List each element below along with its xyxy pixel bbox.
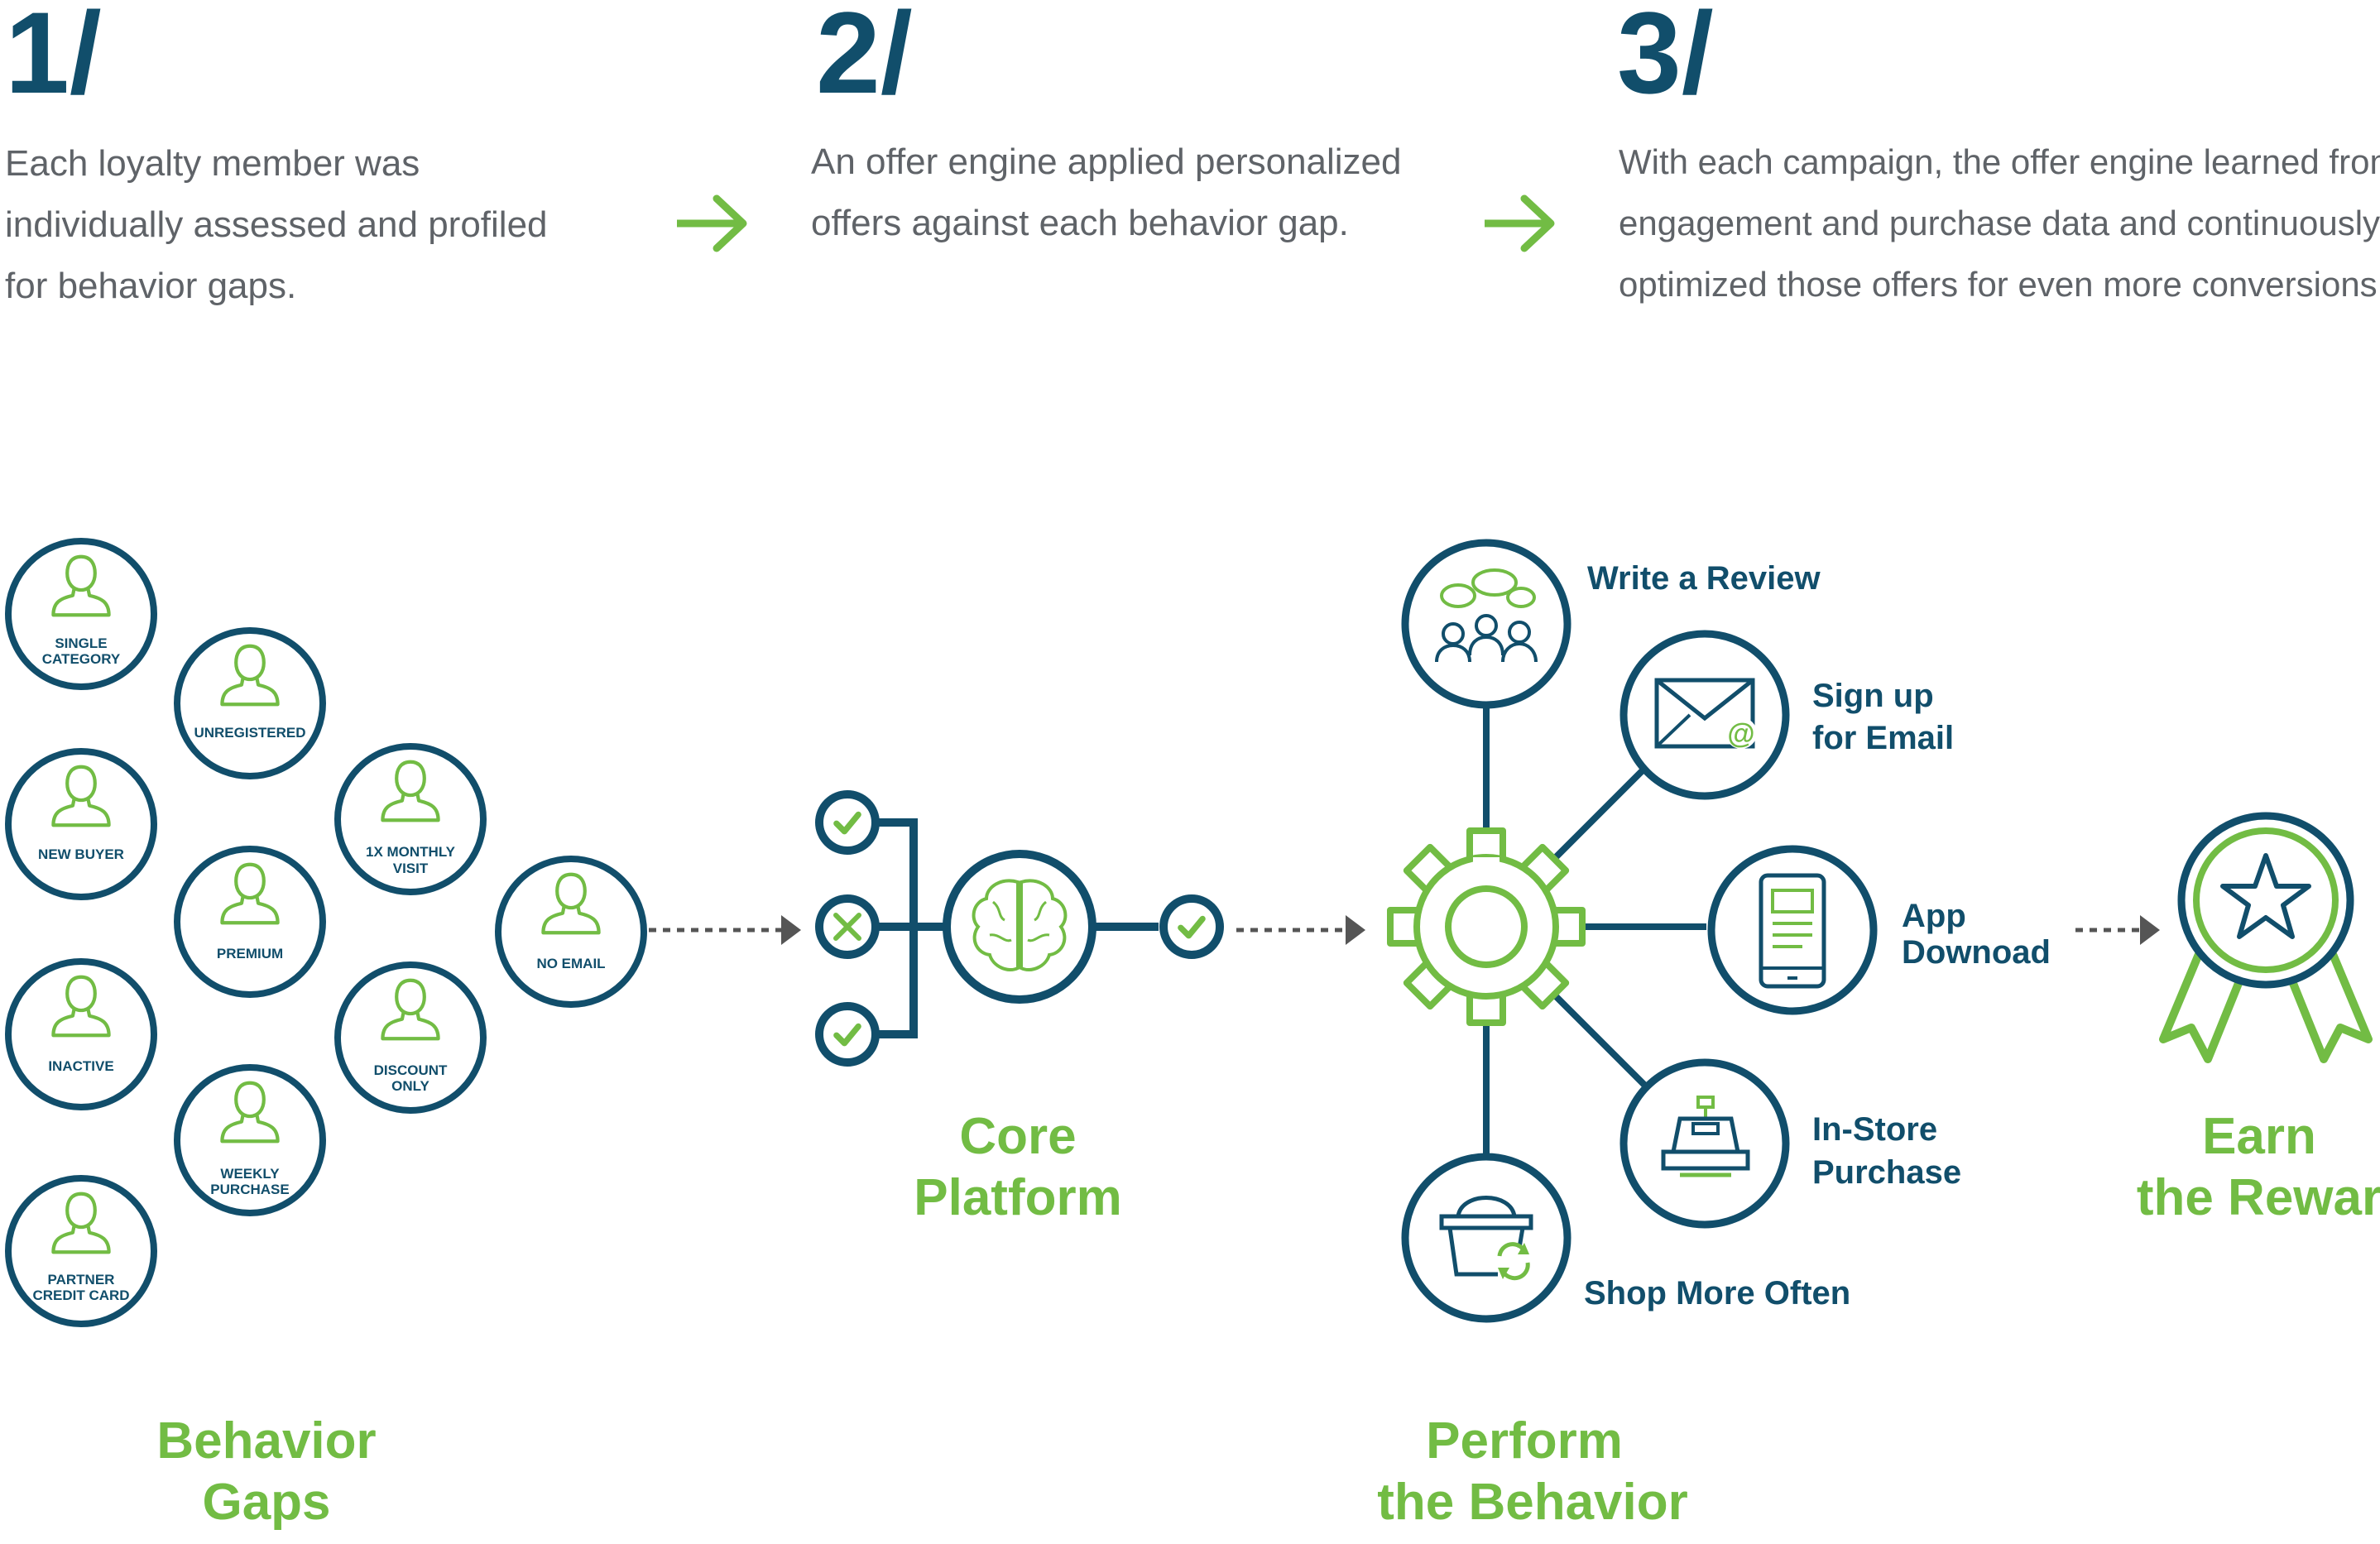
section-title-line: Perform: [1426, 1412, 1623, 1470]
core-platform-graphic: [815, 790, 1224, 1067]
gap-label: PREMIUM: [217, 946, 283, 961]
behavior-app-download: App Downoad: [1707, 845, 2051, 1015]
behavior-in-store-purchase: In-Store Purchase: [1619, 1058, 1961, 1229]
arrow-right-icon: [1485, 194, 1555, 252]
brain-icon: [943, 850, 1096, 1004]
check-icon: [815, 790, 880, 855]
perform-behavior-graphic: Write a Review @ Sign up for Email: [1387, 539, 2051, 1323]
gap-inactive: INACTIVE: [5, 958, 157, 1110]
behavior-label: Write a Review: [1587, 560, 1821, 597]
check-icon: [815, 1002, 880, 1067]
gap-label: WEEKLY: [220, 1166, 280, 1182]
step-text-line: for behavior gaps.: [5, 266, 296, 306]
gap-label: DISCOUNT: [374, 1062, 448, 1078]
register-icon: [1661, 1096, 1750, 1177]
section-title-core: Core Platform: [914, 1108, 1121, 1226]
section-title-perform: Perform the Behavior: [1377, 1412, 1688, 1531]
gap-label: UNREGISTERED: [194, 725, 305, 741]
gap-label: 1X MONTHLY: [366, 844, 456, 860]
gap-label: NO EMAIL: [536, 956, 605, 971]
behavior-label: Purchase: [1812, 1154, 1961, 1191]
step-number: 2/: [816, 0, 913, 117]
section-title-line: Core: [959, 1108, 1076, 1165]
behavior-label: App: [1902, 898, 1966, 934]
review-people-icon: [1435, 568, 1538, 663]
gap-label: ONLY: [391, 1078, 429, 1094]
section-title-line: Gaps: [202, 1474, 330, 1531]
gap-premium: PREMIUM: [174, 846, 326, 998]
step-3: 3/ With each campaign, the offer engine …: [1617, 0, 2380, 304]
behavior-gaps-cluster: SINGLE CATEGORY UNREGISTERED NEW BUYER 1…: [5, 538, 647, 1327]
behavior-label: Sign up: [1812, 678, 1934, 714]
step-text-line: offers against each behavior gap.: [811, 203, 1349, 243]
check-icon: [1159, 894, 1224, 959]
gap-discount-only: DISCOUNT ONLY: [334, 961, 487, 1114]
gap-new-buyer: NEW BUYER: [5, 748, 157, 900]
step-text-line: engagement and purchase data and continu…: [1619, 204, 2380, 242]
section-title-line: Behavior: [156, 1412, 376, 1470]
gap-unregistered: UNREGISTERED: [174, 627, 326, 779]
gap-label: SINGLE: [55, 635, 107, 651]
behavior-label: for Email: [1812, 720, 1954, 756]
dashed-arrow-icon: [649, 915, 801, 945]
step-2: 2/ An offer engine applied personalized …: [811, 0, 1402, 243]
gap-single-category: SINGLE CATEGORY: [5, 538, 157, 690]
dashed-arrow-icon: [2075, 915, 2160, 945]
email-icon: @: [1654, 678, 1757, 750]
reward-badge-icon: [2159, 812, 2373, 1063]
behavior-label: Downoad: [1902, 934, 2051, 971]
step-number: 3/: [1617, 0, 1714, 117]
arrow-right-icon: [677, 194, 747, 252]
gap-weekly-purchase: WEEKLY PURCHASE: [174, 1064, 326, 1216]
gap-no-email: NO EMAIL: [495, 856, 647, 1008]
behavior-label: Shop More Often: [1584, 1275, 1850, 1311]
gap-label: CREDIT CARD: [32, 1287, 129, 1303]
basket-icon: [1439, 1196, 1533, 1281]
step-number: 1/: [5, 0, 102, 117]
star-icon: [2220, 853, 2311, 939]
step-text-line: individually assessed and profiled: [5, 204, 548, 245]
behavior-label: In-Store: [1812, 1111, 1937, 1148]
svg-text:@: @: [1727, 718, 1754, 750]
section-title-line: the Rewar: [2137, 1169, 2380, 1226]
behavior-sign-up-email: @ Sign up for Email: [1619, 630, 1954, 800]
section-title-line: Earn: [2202, 1108, 2316, 1165]
gap-label: NEW BUYER: [38, 846, 124, 862]
gap-1x-monthly-visit: 1X MONTHLY VISIT: [334, 743, 487, 895]
step-1: 1/ Each loyalty member was individually …: [5, 0, 548, 306]
behavior-shop-more-often: Shop More Often: [1401, 1153, 1850, 1323]
phone-icon: [1759, 873, 1826, 989]
gap-label: INACTIVE: [48, 1058, 113, 1074]
step-text-line: An offer engine applied personalized: [811, 141, 1402, 182]
section-title-line: the Behavior: [1377, 1474, 1688, 1531]
dashed-arrow-icon: [1236, 915, 1365, 945]
section-title-gaps: Behavior Gaps: [156, 1412, 376, 1531]
x-icon: [815, 894, 880, 959]
gap-label: CATEGORY: [42, 651, 121, 667]
gap-label: PARTNER: [48, 1272, 115, 1287]
step-text-line: optimized those offers for even more con…: [1619, 265, 2380, 304]
section-title-earn: Earn the Rewar: [2137, 1108, 2380, 1226]
step-text-line: With each campaign, the offer engine lea…: [1619, 142, 2380, 181]
gap-partner-credit-card: PARTNER CREDIT CARD: [5, 1175, 157, 1327]
gap-label: PURCHASE: [210, 1182, 289, 1197]
gear-icon: [1387, 827, 1586, 1026]
step-text-line: Each loyalty member was: [5, 143, 420, 184]
section-title-line: Platform: [914, 1169, 1121, 1226]
gap-label: VISIT: [393, 861, 429, 876]
behavior-write-review: Write a Review: [1401, 539, 1821, 709]
